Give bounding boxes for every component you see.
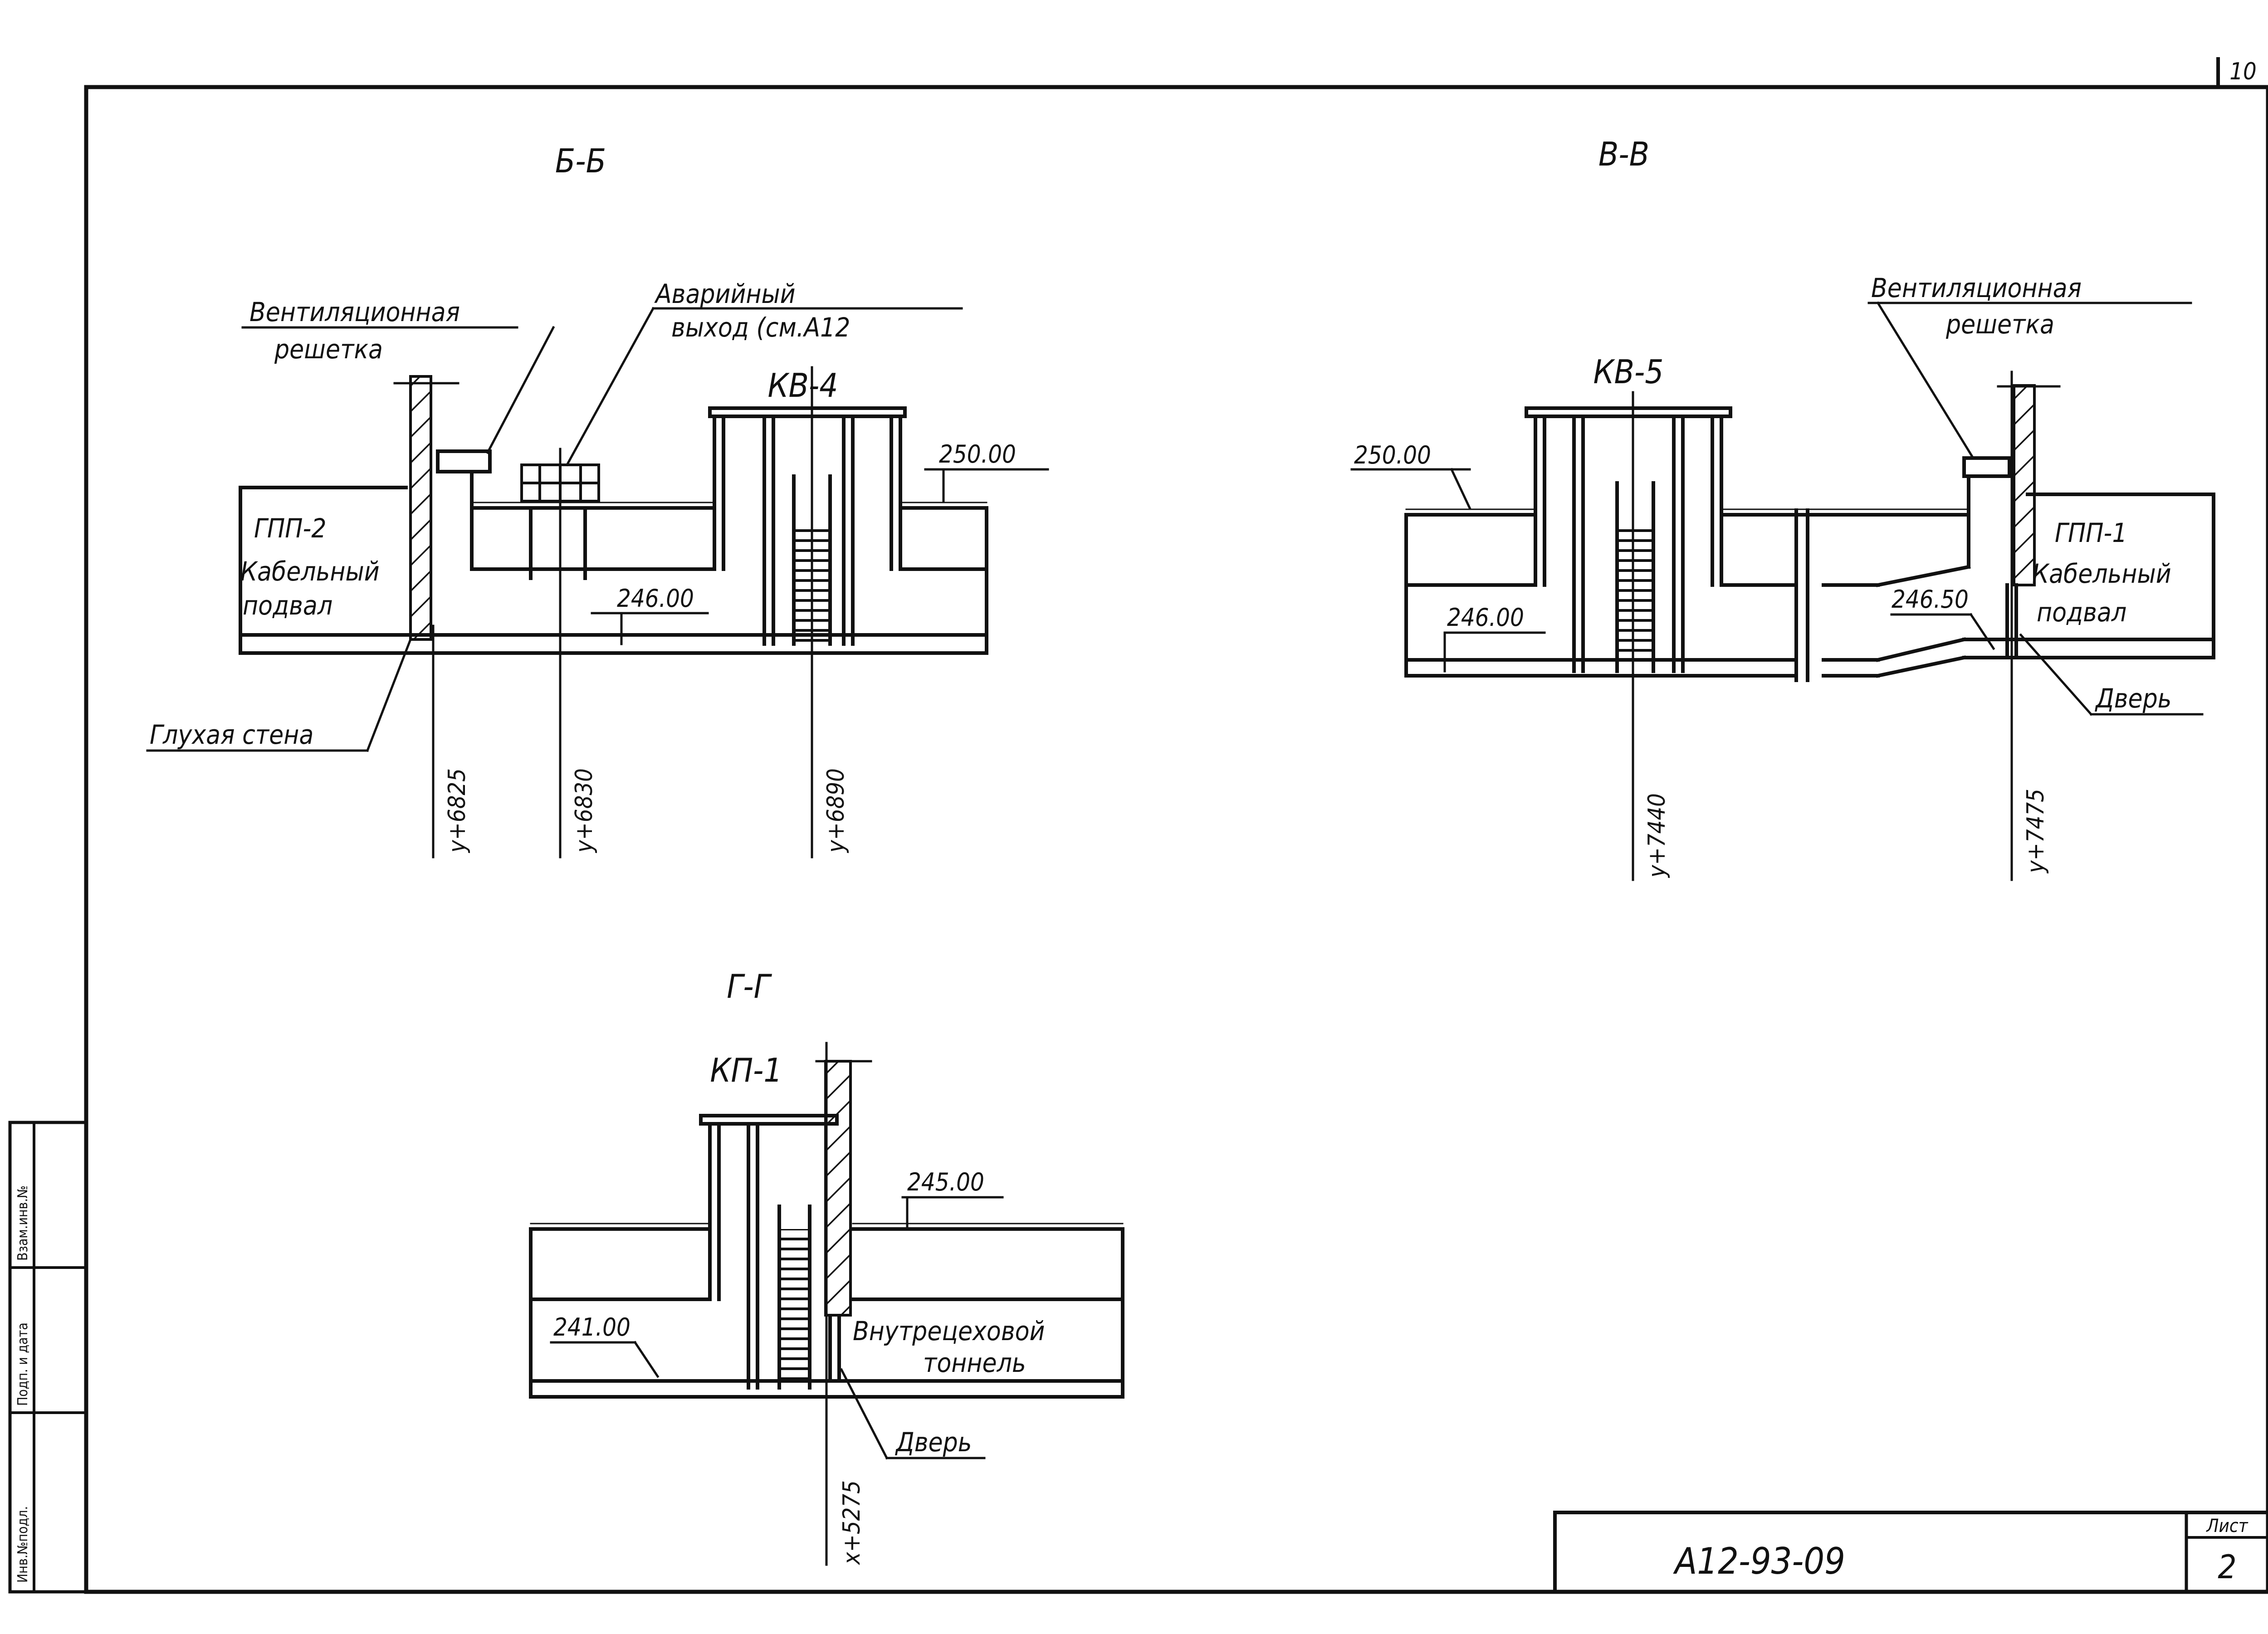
section-bb-title: Б-Б	[555, 142, 606, 180]
section-bb-room-1: ГПП-2	[254, 513, 327, 544]
section-bb-axis-2: у+6830	[571, 768, 598, 854]
section-bb-exit-label-1: Аварийный	[654, 278, 796, 309]
section-vv-room-3: подвал	[2037, 597, 2126, 628]
section-vv-elev-floor: 246.00	[1447, 603, 1524, 632]
section-bb-exit-label-2: выход (см.А12	[671, 312, 850, 343]
stamp-inv-no: Инв.№подл.	[15, 1506, 31, 1583]
section-vv-leaders	[1350, 301, 2204, 716]
section-vv-title: В-В	[1598, 135, 1649, 173]
stamp-sign-date: Подп. и дата	[15, 1322, 31, 1406]
section-vv-vent-label-1: Вентиляционная	[1871, 273, 2082, 303]
section-bb-axis-1: у+6825	[444, 768, 471, 854]
section-gg-wall	[826, 1061, 850, 1315]
section-bb-outline	[239, 406, 988, 655]
section-vv-elev-top: 250.00	[1354, 441, 1431, 469]
list-number: 2	[2218, 1548, 2236, 1586]
section-gg-axis-1: х+5275	[838, 1480, 865, 1566]
section-vv: В-В	[1350, 135, 2215, 881]
section-bb-leaders	[146, 307, 1049, 752]
section-bb-room-3: подвал	[243, 590, 332, 621]
section-bb-axes	[432, 366, 813, 858]
section-gg-ladder	[780, 1229, 809, 1385]
section-vv-well-label: КВ-5	[1593, 353, 1663, 391]
section-vv-elev-floor-2: 246.50	[1892, 585, 1969, 614]
section-gg-door: Дверь	[895, 1427, 972, 1458]
section-gg-title: Г-Г	[727, 967, 772, 1005]
section-bb-vent-label-1: Вентиляционная	[249, 297, 460, 327]
list-label: Лист	[2205, 1516, 2248, 1536]
section-gg-outline	[529, 1114, 1124, 1399]
section-vv-wall	[2014, 385, 2034, 585]
section-vv-ladder	[1618, 526, 1652, 669]
section-vv-door: Дверь	[2095, 683, 2172, 714]
section-gg-tunnel-1: Внутрецеховой	[853, 1316, 1045, 1346]
stamp-replace-inv: Взам.инв.№	[15, 1185, 31, 1261]
section-vv-axis-2: у+7475	[2022, 789, 2049, 874]
section-gg-elev-top: 245.00	[907, 1168, 984, 1196]
section-bb-well-label: КВ-4	[767, 366, 838, 405]
section-gg-well-label: КП-1	[710, 1051, 782, 1089]
section-bb-blind-wall	[411, 376, 431, 639]
section-gg-tunnel-2: тоннель	[923, 1347, 1026, 1378]
sheet-code: А12-93-09	[1673, 1540, 1845, 1582]
section-bb-axis-3: у+6890	[822, 768, 850, 854]
section-vv-room-1: ГПП-1	[2055, 517, 2127, 548]
sheet-frame: 10 Инв.№подл. Подп. и дата Взам.инв.№ А1…	[8, 57, 2268, 1594]
page-number: 10	[2229, 58, 2257, 85]
section-gg-leaders	[550, 1196, 1004, 1460]
section-bb-elev-floor: 246.00	[617, 584, 694, 613]
section-bb-room-2: Кабельный	[240, 556, 380, 587]
section-gg: Г-Г х+5275	[529, 967, 1124, 1566]
section-gg-elev-floor: 241.00	[553, 1313, 631, 1341]
section-vv-outline	[1404, 406, 2215, 682]
section-vv-axis-1: у+7440	[1643, 793, 1671, 878]
section-bb-elev-top: 250.00	[939, 440, 1016, 468]
section-vv-room-2: Кабельный	[2032, 558, 2171, 589]
section-bb: Б-Б	[146, 142, 1049, 858]
section-bb-wall-label: Глухая стена	[150, 719, 313, 750]
section-vv-axes	[1632, 371, 2013, 881]
section-bb-vent-label-2: решетка	[274, 334, 383, 365]
section-vv-vent-label-2: решетка	[1945, 309, 2054, 340]
